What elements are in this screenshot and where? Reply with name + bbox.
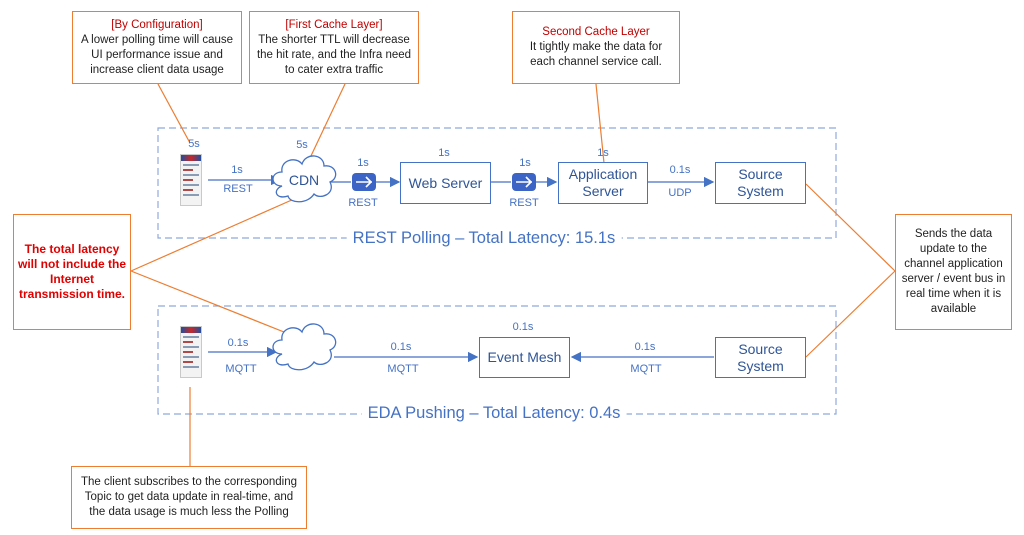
event-mesh-latency: 0.1s	[512, 321, 534, 333]
udp-link-latency: 0.1s	[669, 164, 691, 176]
first-cache-callout-title: [First Cache Layer]	[285, 18, 383, 31]
latency-leader-eda	[130, 270, 295, 337]
application-server-box: Application Server	[558, 162, 648, 204]
polling-callout: [By Configuration] A lower polling time …	[72, 11, 242, 84]
router-icon-1	[352, 173, 376, 191]
internet-cloud	[272, 323, 337, 371]
router-icon-2	[512, 173, 536, 191]
rest-source-system-box: Source System	[715, 162, 806, 204]
polling-callout-body: A lower polling time will cause UI perfo…	[80, 33, 234, 76]
second-cache-callout: Second Cache Layer It tightly make the d…	[512, 11, 680, 84]
rest-link1-protocol: REST	[223, 183, 253, 195]
source-leader-rest	[805, 183, 896, 272]
source-push-text: Sends the data update to the channel app…	[901, 228, 1006, 315]
eda-link2-latency: 0.1s	[390, 341, 412, 353]
client-subscribe-callout: The client subscribes to the correspondi…	[71, 466, 307, 529]
web-server-box: Web Server	[400, 162, 491, 204]
eda-link2-protocol: MQTT	[387, 363, 419, 375]
app-server-latency: 1s	[597, 147, 609, 159]
cdn-cloud	[272, 155, 337, 203]
router1-latency: 1s	[357, 157, 369, 169]
source-leader-eda	[805, 270, 896, 358]
udp-link-protocol: UDP	[668, 187, 692, 199]
polling-callout-title: [By Configuration]	[111, 18, 203, 31]
source-push-callout: Sends the data update to the channel app…	[895, 214, 1012, 330]
eda-link3-latency: 0.1s	[634, 341, 656, 353]
web-server-latency: 1s	[438, 147, 450, 159]
rest-link1-latency: 1s	[231, 164, 243, 176]
rest-client-phone-icon	[180, 154, 202, 206]
first-cache-leader	[309, 83, 346, 159]
eda-link1-protocol: MQTT	[225, 363, 257, 375]
rest-client-latency: 5s	[188, 138, 200, 150]
first-cache-callout-body: The shorter TTL will decrease the hit ra…	[256, 33, 412, 76]
eda-client-phone-icon	[180, 326, 202, 378]
first-cache-callout: [First Cache Layer] The shorter TTL will…	[249, 11, 419, 84]
client-subscribe-text: The client subscribes to the correspondi…	[80, 476, 298, 518]
latency-leader-rest	[130, 198, 295, 272]
second-cache-callout-title: Second Cache Layer	[542, 26, 650, 38]
cdn-latency: 5s	[296, 139, 308, 151]
eda-link3-protocol: MQTT	[630, 363, 662, 375]
eda-link1-latency: 0.1s	[227, 337, 249, 349]
router1-protocol: REST	[348, 197, 378, 209]
second-cache-leader	[595, 83, 605, 164]
router2-protocol: REST	[509, 197, 539, 209]
cdn-label: CDN	[288, 172, 320, 188]
polling-leader	[157, 83, 191, 144]
rest-frame-title: REST Polling – Total Latency: 15.1s	[346, 229, 622, 248]
latency-note-text: The total latency will not include the I…	[18, 242, 126, 301]
latency-note-callout: The total latency will not include the I…	[13, 214, 131, 330]
eda-frame-title: EDA Pushing – Total Latency: 0.4s	[361, 404, 627, 423]
eda-source-system-box: Source System	[715, 337, 806, 378]
event-mesh-box: Event Mesh	[479, 337, 570, 378]
second-cache-callout-body: It tightly make the data for each channe…	[529, 41, 663, 68]
router2-latency: 1s	[519, 157, 531, 169]
